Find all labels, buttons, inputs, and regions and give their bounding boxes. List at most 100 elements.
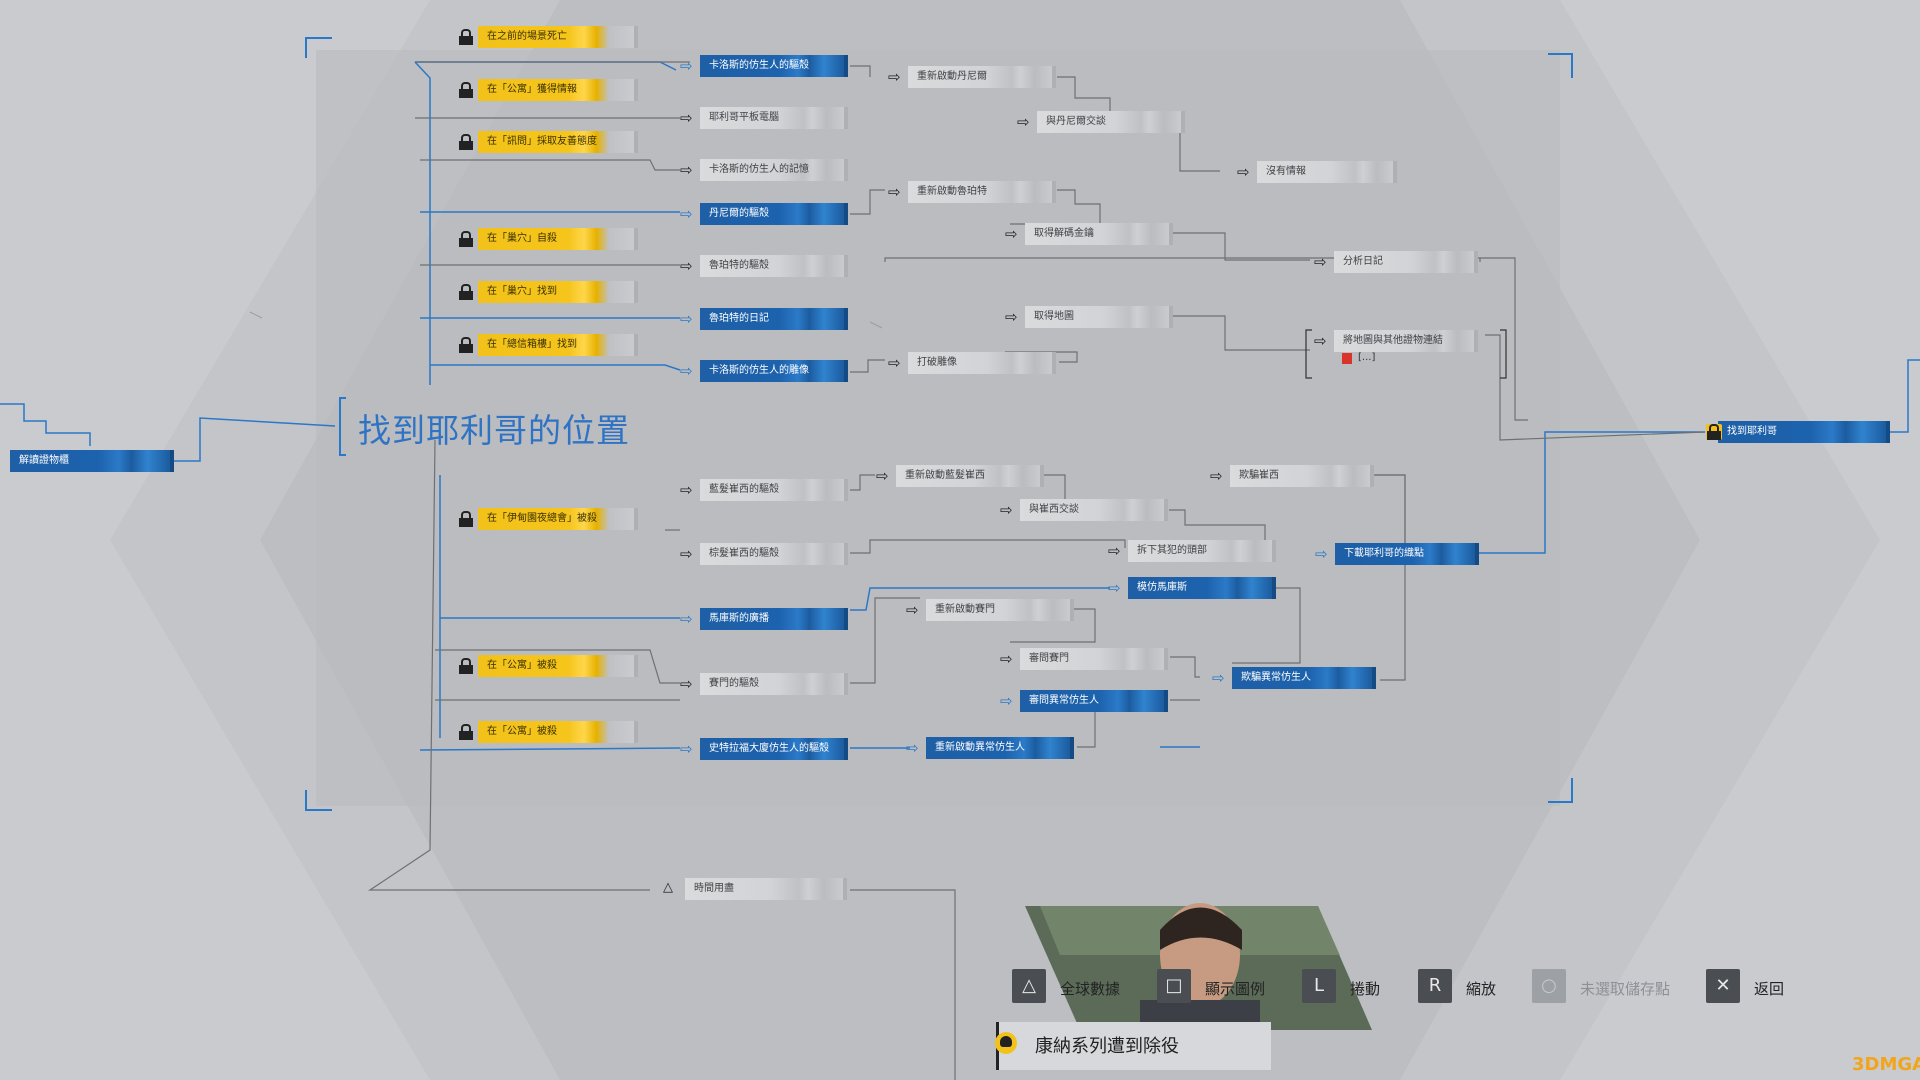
- ending-node[interactable]: 康納系列遭到除役: [995, 1022, 1271, 1070]
- node-action[interactable]: 審問異常仿生人: [1020, 690, 1168, 712]
- node-clue[interactable]: 棕髮崔西的驅殼: [700, 543, 848, 565]
- node-action[interactable]: 重新啟動丹尼爾: [908, 66, 1056, 88]
- node-condition[interactable]: 在「巢穴」自殺: [478, 228, 638, 250]
- arrow-icon: ⇨: [1005, 225, 1018, 243]
- controller-button-label: 顯示圖例: [1205, 980, 1266, 998]
- node-clue[interactable]: 賽門的驅殼: [700, 673, 848, 695]
- arrow-icon: ⇨: [1000, 650, 1013, 668]
- arrow-icon: ⇨: [1005, 308, 1018, 326]
- node-left[interactable]: 解讀證物櫃: [10, 450, 174, 472]
- red-lock-icon: [1342, 353, 1352, 364]
- node-action[interactable]: 拆下其犯的頭部: [1128, 540, 1276, 562]
- arrow-icon: ⇨: [1237, 163, 1250, 181]
- arrow-icon: ⇨: [1017, 113, 1030, 131]
- arrow-icon: ⇨: [680, 545, 693, 563]
- node-clue[interactable]: 卡洛斯的仿生人的驅殼: [700, 55, 848, 77]
- arrow-icon: ⇨: [680, 362, 693, 380]
- arrow-icon: ⇨: [1000, 692, 1013, 710]
- node-condition[interactable]: 在「公寓」被殺: [478, 721, 638, 743]
- node-outcome[interactable]: 將地圖與其他證物連結: [1334, 330, 1478, 352]
- arrow-icon: ⇨: [680, 57, 693, 75]
- node-clue[interactable]: 史特拉福大廈仿生人的驅殼: [700, 738, 848, 760]
- node-outcome[interactable]: 沒有情報: [1257, 161, 1397, 183]
- arrow-icon: ⇨: [876, 467, 889, 485]
- lock-icon: [458, 29, 474, 45]
- controller-button-label: 捲動: [1350, 980, 1381, 998]
- node-condition[interactable]: 在「伊甸園夜總會」被殺: [478, 508, 638, 530]
- controller-button-icon[interactable]: □: [1157, 969, 1191, 1003]
- arrow-icon: ⇨: [680, 310, 693, 328]
- node-outcome[interactable]: 欺騙異常仿生人: [1232, 667, 1376, 689]
- arrow-icon: ⇨: [680, 740, 693, 758]
- svg-text:3DMGAME: 3DMGAME: [1852, 1054, 1920, 1075]
- arrow-icon: ⇨: [888, 68, 901, 86]
- controller-button-icon[interactable]: ✕: [1706, 969, 1740, 1003]
- node-condition[interactable]: 在「巢穴」找到: [478, 281, 638, 303]
- arrow-icon: ⇨: [680, 109, 693, 127]
- node-condition[interactable]: 在之前的場景死亡: [478, 26, 638, 48]
- node-action[interactable]: 重新啟動賽門: [926, 599, 1074, 621]
- node-action[interactable]: 取得地圖: [1025, 306, 1173, 328]
- node-clue[interactable]: 魯珀特的日記: [700, 308, 848, 330]
- controller-button-icon[interactable]: ○: [1532, 969, 1566, 1003]
- node-clue[interactable]: 藍髮崔西的驅殼: [700, 479, 848, 501]
- lock-icon: [458, 134, 474, 150]
- node-clue[interactable]: 耶利哥平板電腦: [700, 107, 848, 129]
- arrow-icon: ⇨: [906, 739, 919, 757]
- node-clue[interactable]: 魯珀特的驅殼: [700, 255, 848, 277]
- node-outcome[interactable]: 分析日記: [1334, 251, 1478, 273]
- arrow-icon: ⇨: [1315, 545, 1328, 563]
- lock-icon: [458, 82, 474, 98]
- lock-icon: [1706, 424, 1722, 440]
- node-clue[interactable]: 卡洛斯的仿生人的雕像: [700, 360, 848, 382]
- node-condition[interactable]: 在「公寓」獲得情報: [478, 79, 638, 101]
- arrow-icon: ⇨: [680, 675, 693, 693]
- node-action[interactable]: 模仿馬庫斯: [1128, 577, 1276, 599]
- hidden-node-label: [...]: [1358, 352, 1376, 363]
- node-time-out[interactable]: 時間用盡: [685, 878, 847, 900]
- chapter-title: 找到耶利哥的位置: [358, 411, 630, 450]
- node-action[interactable]: 打破雕像: [908, 352, 1056, 374]
- node-outcome[interactable]: 下載耶利哥的織點: [1335, 543, 1479, 565]
- node-condition[interactable]: 在「公寓」被殺: [478, 655, 638, 677]
- controller-button-icon[interactable]: L: [1302, 969, 1336, 1003]
- node-condition[interactable]: 在「總信箱樓」找到: [478, 334, 638, 356]
- arrow-icon: ⇨: [1314, 332, 1327, 350]
- arrow-icon: ⇨: [1000, 501, 1013, 519]
- node-action[interactable]: 審問賽門: [1020, 648, 1168, 670]
- node-action[interactable]: 與丹尼爾交談: [1037, 111, 1185, 133]
- lock-icon: [458, 511, 474, 527]
- arrow-icon: ⇨: [680, 161, 693, 179]
- arrow-icon: ⇨: [1108, 542, 1121, 560]
- skull-icon: [995, 1032, 1017, 1054]
- node-action[interactable]: 與崔西交談: [1020, 499, 1168, 521]
- arrow-icon: ⇨: [680, 481, 693, 499]
- node-action[interactable]: 重新啟動藍髮崔西: [896, 465, 1044, 487]
- node-action[interactable]: 重新啟動異常仿生人: [926, 737, 1074, 759]
- node-action[interactable]: 取得解碼金鑰: [1025, 223, 1173, 245]
- arrow-icon: ⇨: [680, 610, 693, 628]
- node-clue[interactable]: 卡洛斯的仿生人的記憶: [700, 159, 848, 181]
- lock-icon: [458, 284, 474, 300]
- arrow-icon: ⇨: [906, 601, 919, 619]
- warning-triangle-icon: △: [663, 880, 673, 895]
- arrow-icon: ⇨: [888, 183, 901, 201]
- ending-label: 康納系列遭到除役: [1035, 1036, 1179, 1057]
- node-right[interactable]: 找到耶利哥: [1718, 421, 1890, 443]
- lock-icon: [458, 231, 474, 247]
- node-action[interactable]: 重新啟動魯珀特: [908, 181, 1056, 203]
- controller-button-label: 返回: [1754, 980, 1785, 998]
- node-clue[interactable]: 馬庫斯的廣播: [700, 608, 848, 630]
- controller-button-label: 未選取儲存點: [1580, 980, 1671, 998]
- node-clue[interactable]: 丹尼爾的驅殼: [700, 203, 848, 225]
- arrow-icon: ⇨: [1314, 253, 1327, 271]
- controller-button-icon[interactable]: R: [1418, 969, 1452, 1003]
- node-condition[interactable]: 在「訊問」採取友善態度: [478, 131, 638, 153]
- controller-button-icon[interactable]: △: [1012, 969, 1046, 1003]
- controller-button-label: 全球數據: [1060, 980, 1121, 998]
- lock-icon: [458, 658, 474, 674]
- lock-icon: [458, 337, 474, 353]
- node-outcome[interactable]: 欺騙崔西: [1230, 465, 1374, 487]
- arrow-icon: ⇨: [1210, 467, 1223, 485]
